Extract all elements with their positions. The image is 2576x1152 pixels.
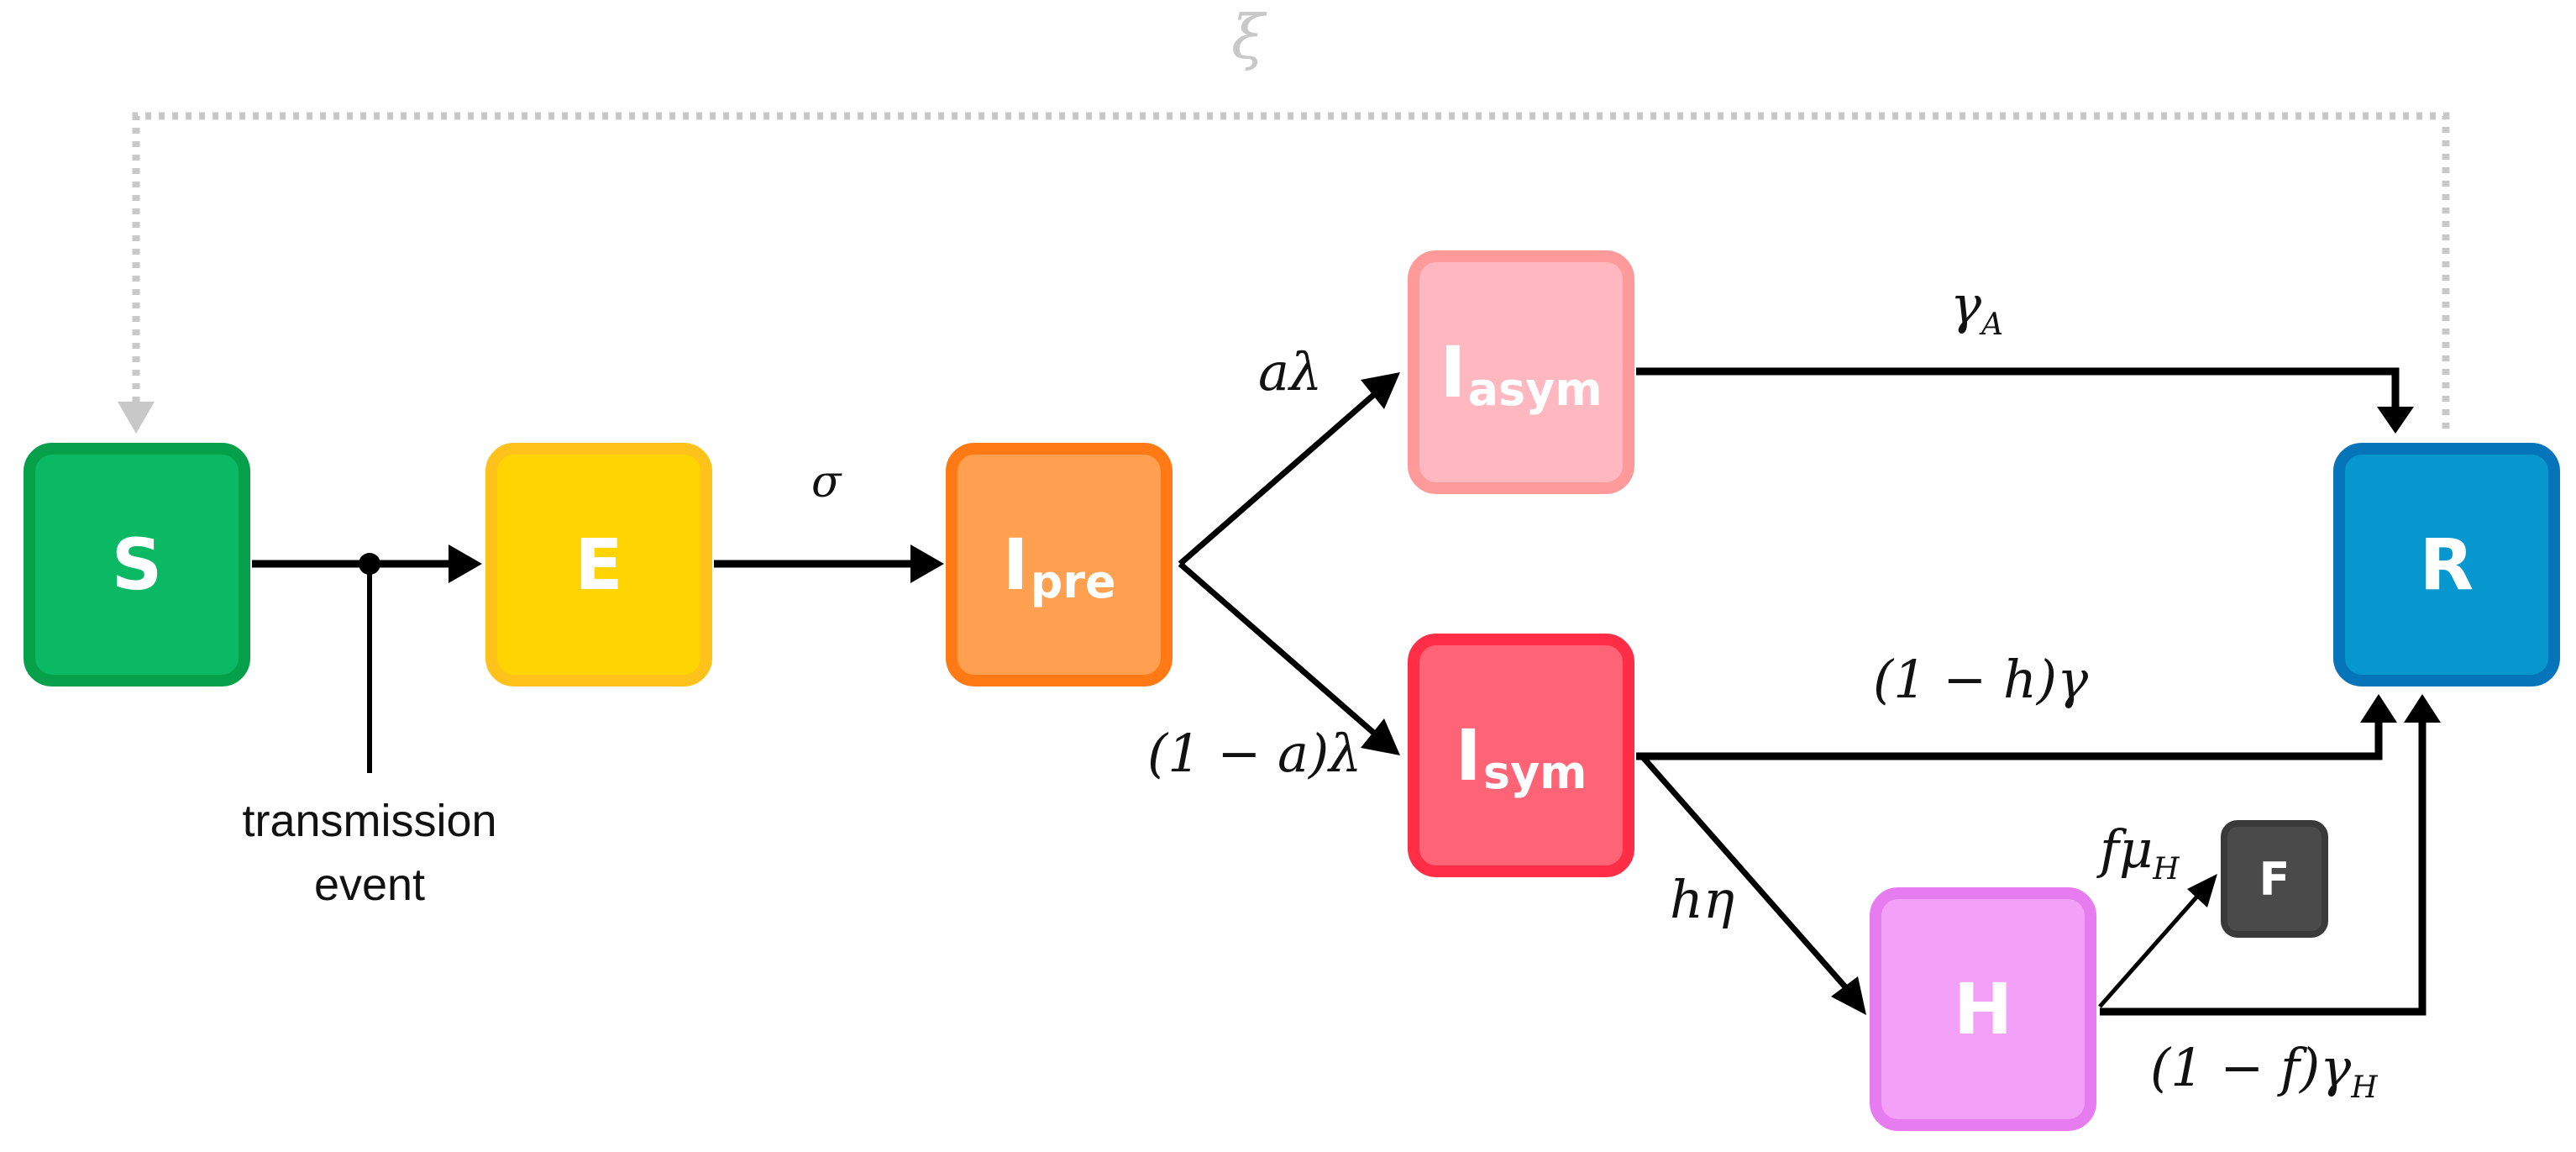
recovered-node: R	[2333, 443, 2560, 686]
transmission-event-note: transmission event	[202, 790, 538, 917]
fatality-rate-label: fμH	[2100, 823, 2180, 885]
f-mu-main: fμ	[2100, 818, 2154, 880]
exposed-node: E	[485, 443, 712, 686]
susceptible-label: S	[111, 523, 163, 606]
asymptomatic-label: I	[1440, 331, 1466, 413]
h-to-f-arrow	[2098, 889, 2204, 1008]
isym-to-h-arrow	[1640, 754, 1850, 992]
ipre-to-iasym-arrowhead	[1361, 372, 1400, 409]
transmission-event-dot	[359, 553, 380, 575]
s-to-e-arrowhead	[449, 544, 482, 583]
transmission-note-line2: event	[313, 859, 426, 910]
hospitalization-rate-label: hη	[1670, 869, 1735, 930]
symptomatic-recovery-label: (1 − h)γ	[1873, 649, 2089, 710]
gamma-a-sub: A	[1981, 308, 2004, 342]
transmission-note-line1: transmission	[242, 796, 497, 846]
waning-immunity-arrow	[132, 112, 2450, 429]
presymptomatic-subscript: pre	[1030, 555, 1116, 608]
h-to-r-arrowhead	[2404, 694, 2441, 723]
ipre-to-isym-arrow	[1178, 561, 1380, 739]
hospitalized-node: H	[1870, 887, 2096, 1131]
presymptomatic-label: I	[1002, 523, 1029, 606]
recovered-label: R	[2419, 523, 2474, 606]
hospital-recovery-label: (1 − f)γH	[2150, 1042, 2378, 1103]
symptomatic-subscript: sym	[1482, 745, 1587, 799]
isym-to-r-arrow	[1636, 719, 2383, 760]
asymptomatic-subscript: asym	[1467, 362, 1603, 416]
asymptomatic-recovery-label: γA	[1950, 279, 2003, 340]
incubation-rate-label: σ	[811, 457, 842, 508]
ipre-to-iasym-arrow	[1178, 389, 1380, 566]
f-mu-sub: H	[2153, 852, 2180, 886]
symptomatic-rate-label: (1 − a)λ	[1147, 723, 1362, 784]
fatal-label: F	[2259, 852, 2290, 906]
fatal-node: F	[2221, 820, 2328, 938]
isym-to-h-arrowhead	[1831, 976, 1866, 1015]
asymptomatic-rate-label: aλ	[1258, 341, 1323, 402]
exposed-label: E	[574, 523, 623, 606]
iasym-to-r-arrowhead	[2377, 407, 2414, 434]
h-to-r-arrow	[2100, 719, 2426, 1016]
susceptible-node: S	[24, 443, 250, 686]
ipre-to-isym-arrowhead	[1361, 718, 1400, 755]
e-to-ipre-arrowhead	[910, 544, 944, 583]
one-minus-f-sub: H	[2351, 1070, 2378, 1105]
gamma-a-main: γ	[1950, 274, 1982, 335]
h-to-f-arrowhead	[2187, 874, 2217, 907]
iasym-to-r-arrow	[1636, 367, 2400, 412]
symptomatic-label: I	[1455, 714, 1482, 797]
isym-to-r-arrowhead	[2360, 694, 2397, 723]
hospitalized-label: H	[1953, 968, 2013, 1050]
waning-immunity-arrowhead	[118, 402, 155, 434]
one-minus-f-main: (1 − f)γ	[2150, 1037, 2352, 1098]
waning-rate-label: ξ	[1231, 2, 1265, 72]
